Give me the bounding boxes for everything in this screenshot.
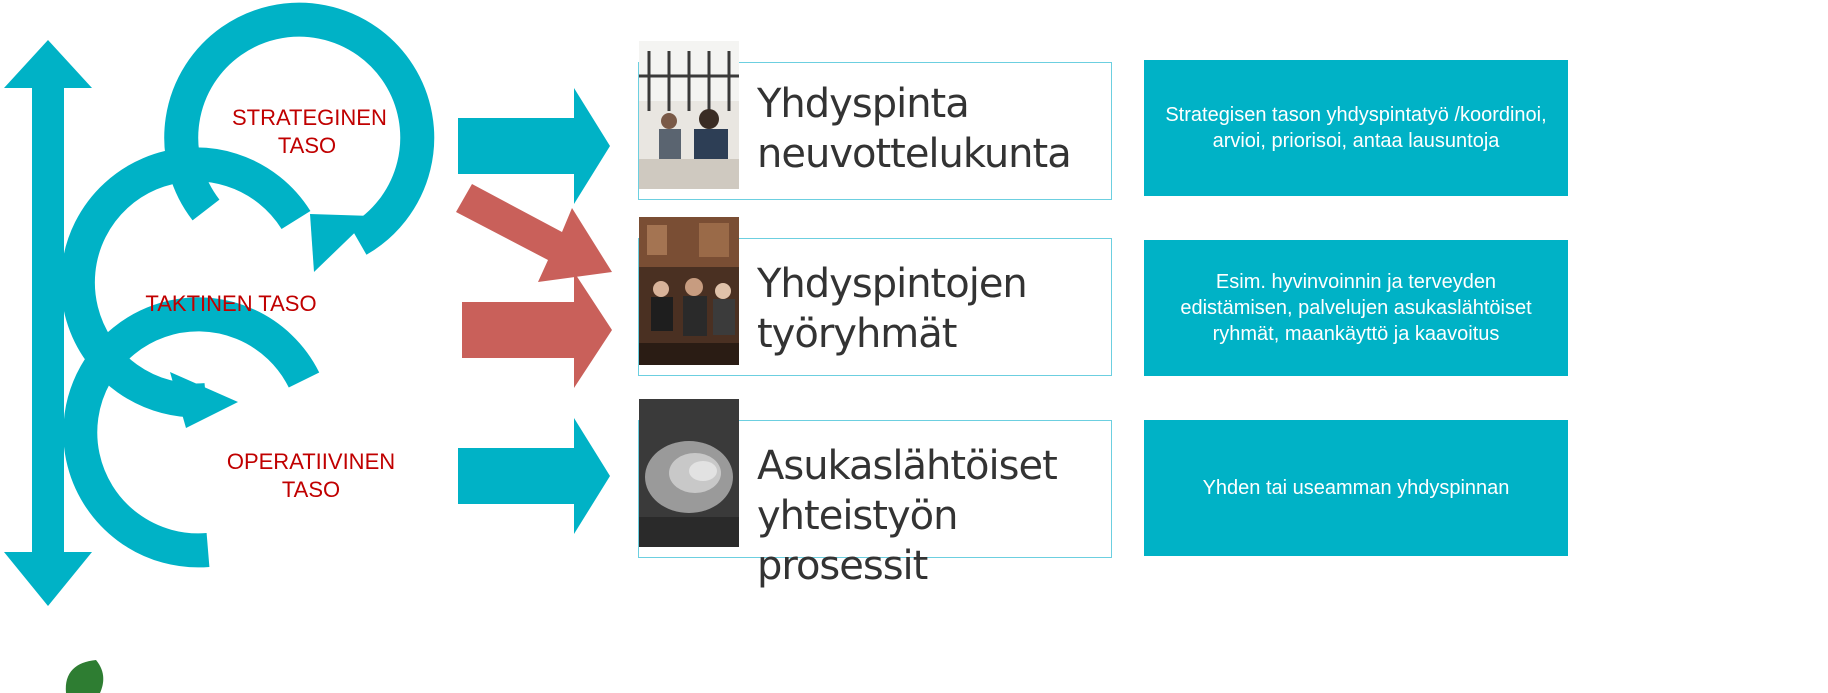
strategic-block-arrow bbox=[458, 88, 610, 204]
description-box-tactical: Esim. hyvinvoinnin ja terveyden edistämi… bbox=[1144, 240, 1568, 376]
logo-leaf-icon bbox=[65, 660, 104, 693]
tactical-cycle-arrowhead bbox=[170, 372, 238, 428]
tactical-level-label: TAKTINEN TASO bbox=[145, 291, 317, 316]
description-text: Yhden tai useamman yhdyspinnan bbox=[1202, 477, 1510, 499]
body-card-workgroups: Yhdyspintojen työryhmät bbox=[638, 217, 1112, 376]
body-title-line1: Yhdyspinta bbox=[757, 81, 970, 127]
body-title-line2: työryhmät bbox=[757, 311, 957, 357]
operative-block-arrow bbox=[458, 418, 610, 534]
description-box-strategic: Strategisen tason yhdyspintatyö /koordin… bbox=[1144, 60, 1568, 196]
description-text: Strategisen tason yhdyspintatyö /koordin… bbox=[1165, 104, 1547, 152]
group-session-photo bbox=[639, 217, 739, 365]
strategic-cycle-arrowhead bbox=[310, 214, 372, 272]
body-title-line1: Asukaslähtöiset bbox=[757, 443, 1058, 489]
strategic-level-label: STRATEGINEN TASO bbox=[232, 105, 387, 158]
vertical-double-arrow bbox=[4, 40, 92, 606]
body-title: Yhdyspinta neuvottelukunta bbox=[757, 79, 1072, 179]
tactical-cycle-arc bbox=[60, 147, 311, 418]
body-title-line2: yhteistyön prosessit bbox=[757, 493, 958, 589]
body-title: Yhdyspintojen työryhmät bbox=[757, 259, 1028, 359]
joined-hands-photo bbox=[639, 399, 739, 547]
operative-level-label: OPERATIIVINEN TASO bbox=[226, 449, 396, 502]
body-card-council: Yhdyspinta neuvottelukunta bbox=[638, 41, 1112, 200]
description-text: Esim. hyvinvoinnin ja terveyden edistämi… bbox=[1180, 271, 1532, 345]
body-card-processes: Asukaslähtöiset yhteistyön prosessit bbox=[638, 399, 1112, 589]
meeting-photo bbox=[639, 41, 739, 189]
strategic-cycle-arc bbox=[164, 2, 435, 255]
operative-cycle-arc bbox=[63, 297, 320, 568]
red-horizontal-arrow bbox=[462, 272, 612, 388]
description-box-operative: Yhden tai useamman yhdyspinnan bbox=[1144, 420, 1568, 556]
red-diagonal-arrow bbox=[456, 184, 612, 282]
body-title-line2: neuvottelukunta bbox=[757, 131, 1072, 177]
body-title: Asukaslähtöiset yhteistyön prosessit bbox=[757, 441, 1111, 591]
body-title-line1: Yhdyspintojen bbox=[757, 261, 1028, 307]
